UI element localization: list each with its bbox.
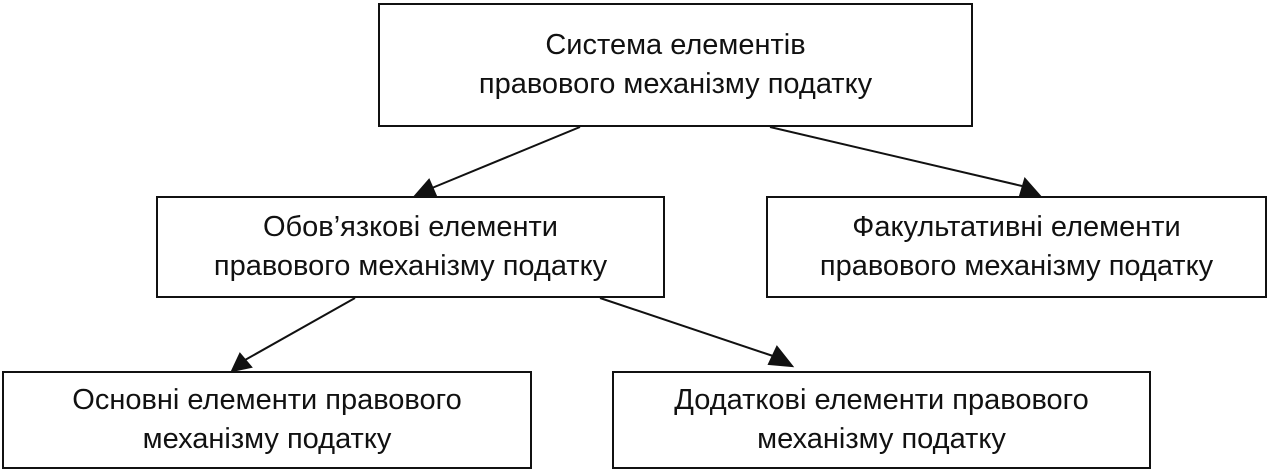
- main-node-line-2: механізму податку: [142, 423, 392, 455]
- additional-node-line-1: Додаткові елементи правового: [674, 383, 1089, 416]
- edge-mandatory-to-main: [244, 297, 356, 361]
- edge-mandatory-to-additional: [599, 297, 774, 357]
- mandatory-elements-node: Обов’язкові елементи правового механізму…: [156, 196, 665, 298]
- edge-root-to-optional: [769, 126, 1023, 187]
- arrowhead-root-to-mandatory: [412, 178, 438, 197]
- root-node-line-1: Система елементів: [545, 28, 806, 61]
- main-node-line-1: Основні елементи правового: [72, 383, 462, 416]
- arrowhead-root-to-optional: [1018, 176, 1043, 197]
- arrowhead-mandatory-to-additional: [767, 345, 795, 368]
- arrowhead-mandatory-to-main: [230, 352, 253, 373]
- additional-node-line-2: механізму податку: [757, 423, 1006, 455]
- additional-elements-node: Додаткові елементи правового механізму п…: [612, 371, 1151, 469]
- mandatory-node-line-1: Обов’язкові елементи: [263, 210, 558, 243]
- optional-node-line-1: Факультативні елементи: [852, 210, 1181, 243]
- optional-elements-node: Факультативні елементи правового механіз…: [766, 196, 1267, 298]
- edge-root-to-mandatory: [431, 126, 581, 189]
- optional-node-line-2: правового механізму податку: [819, 250, 1214, 282]
- mandatory-node-line-2: правового механізму податку: [213, 250, 608, 282]
- root-node-line-2: правового механізму податку: [478, 68, 873, 100]
- main-elements-node: Основні елементи правового механізму под…: [2, 371, 532, 469]
- root-node-legal-mechanism-system: Система елементів правового механізму по…: [378, 3, 973, 127]
